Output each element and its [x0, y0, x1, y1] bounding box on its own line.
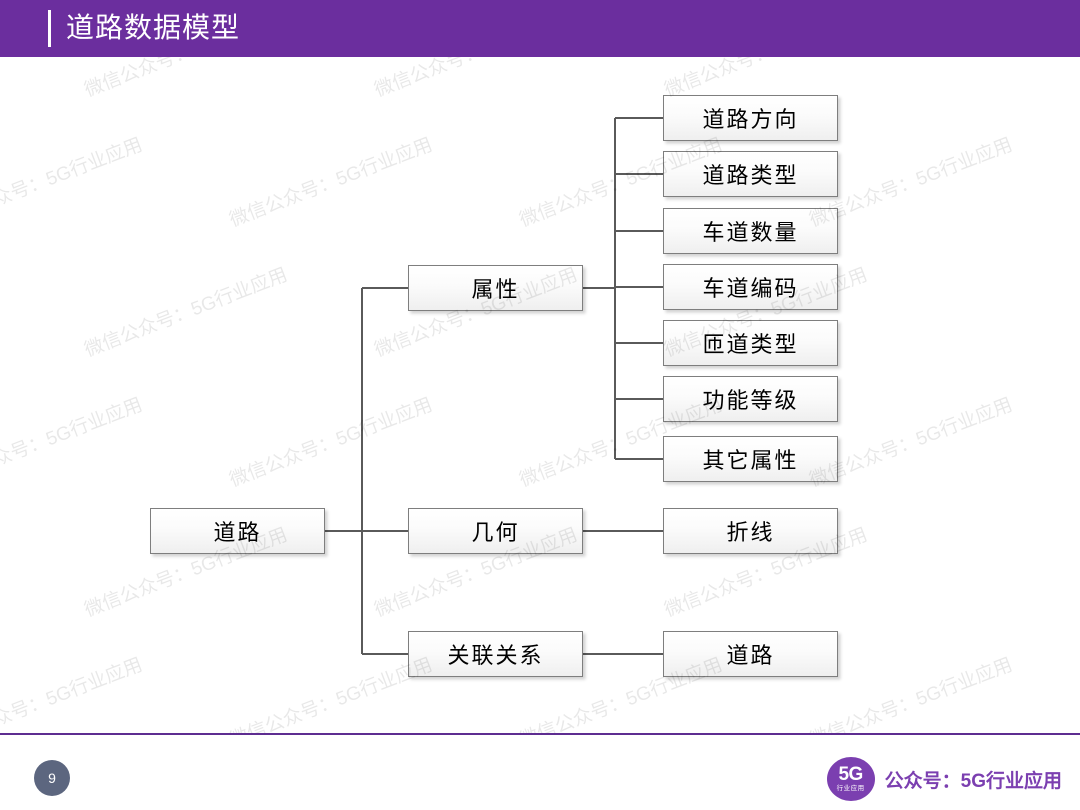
slide-header: 道路数据模型 [0, 0, 1080, 57]
node-geometry[interactable]: 几何 [408, 508, 583, 554]
node-attr-road-type[interactable]: 道路类型 [663, 151, 838, 197]
node-relation-road[interactable]: 道路 [663, 631, 838, 677]
brand-block: 5G 行业应用 公众号：5G行业应用 [826, 757, 1062, 801]
node-attr-road-direction[interactable]: 道路方向 [663, 95, 838, 141]
node-root-road[interactable]: 道路 [150, 508, 325, 554]
node-attr-function-class[interactable]: 功能等级 [663, 376, 838, 422]
node-relation[interactable]: 关联关系 [408, 631, 583, 677]
brand-logo-icon: 5G 行业应用 [826, 757, 875, 801]
page-title: 道路数据模型 [66, 12, 241, 43]
header-accent-bar [48, 10, 51, 47]
node-attr-lane-count[interactable]: 车道数量 [663, 208, 838, 254]
brand-logo-sub-text: 行业应用 [836, 785, 865, 793]
node-attr-ramp-type[interactable]: 匝道类型 [663, 320, 838, 366]
node-attr-other[interactable]: 其它属性 [663, 436, 838, 482]
brand-label: 公众号：5G行业应用 [884, 770, 1062, 792]
node-attributes[interactable]: 属性 [408, 265, 583, 311]
footer-divider [0, 733, 1080, 735]
road-data-model-diagram: 道路 属性 几何 关联关系 道路方向 道路类型 车道数量 车道编码 匝道类型 功… [0, 57, 1080, 733]
brand-logo-main-text: 5G [838, 764, 863, 786]
node-attr-lane-code[interactable]: 车道编码 [663, 264, 838, 310]
node-geometry-polyline[interactable]: 折线 [663, 508, 838, 554]
page-number-badge: 9 [34, 760, 70, 796]
diagram-connectors [325, 117, 663, 655]
